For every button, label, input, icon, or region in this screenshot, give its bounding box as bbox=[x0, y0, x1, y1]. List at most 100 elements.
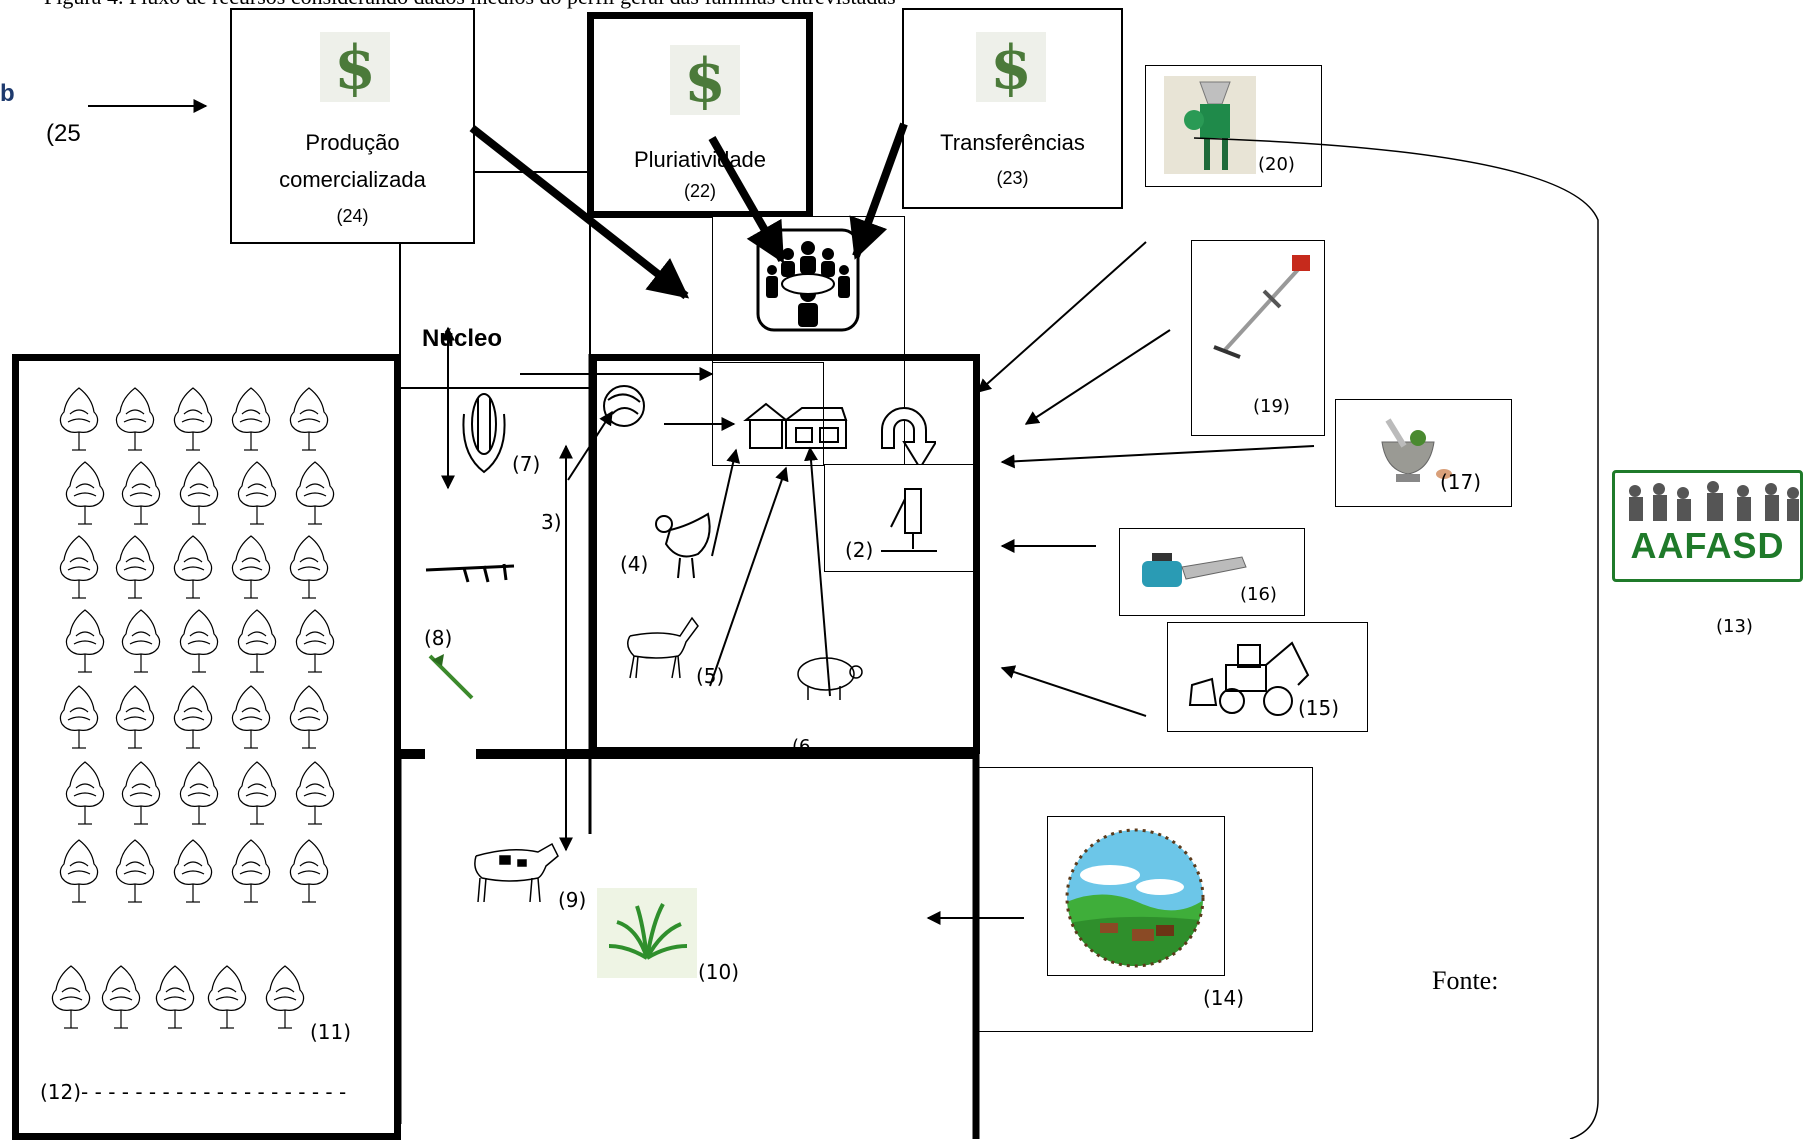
svg-text:$: $ bbox=[684, 46, 726, 115]
tree-icon bbox=[62, 758, 108, 828]
label-15: (15) bbox=[1298, 696, 1340, 720]
producao-title-1: Produção bbox=[305, 130, 400, 155]
chainsaw-box bbox=[1119, 528, 1305, 616]
farmhouse-icon bbox=[742, 400, 850, 455]
figure-caption: Figura 4. Fluxo de recursos considerando… bbox=[44, 0, 896, 10]
tree-icon bbox=[56, 682, 102, 752]
tree-icon bbox=[228, 384, 274, 454]
grass-icon bbox=[597, 888, 697, 983]
grain-mill-icon bbox=[1164, 76, 1256, 174]
money-icon: $ bbox=[320, 32, 390, 107]
tree-icon bbox=[286, 682, 332, 752]
farmhouse-box bbox=[712, 362, 824, 466]
crowd-silhouette-icon bbox=[1629, 481, 1799, 521]
chicken-icon bbox=[648, 504, 720, 589]
label-12: (12)- - - - - - - - - - - - - - - - - - … bbox=[40, 1080, 347, 1104]
hoe-icon bbox=[424, 650, 478, 709]
tree-icon bbox=[286, 532, 332, 602]
tree-icon bbox=[112, 532, 158, 602]
pluriatividade-num: (22) bbox=[683, 181, 716, 201]
label-10: (10) bbox=[698, 960, 740, 984]
pasture-image-box bbox=[1047, 816, 1225, 976]
aafasd-logo: AAFASD bbox=[1612, 470, 1803, 582]
tree-icon bbox=[234, 606, 280, 676]
tree-icon bbox=[292, 758, 338, 828]
label-16: (16) bbox=[1240, 584, 1277, 605]
producao-title-2: comercializada bbox=[279, 167, 426, 192]
tree-icon bbox=[228, 682, 274, 752]
tree-icon bbox=[286, 384, 332, 454]
cycle-arrow-icon bbox=[876, 396, 938, 475]
transferencias-title: Transferências bbox=[940, 130, 1085, 155]
backhoe-box bbox=[1167, 622, 1368, 732]
tree-icon bbox=[56, 532, 102, 602]
tree-icon bbox=[292, 458, 338, 528]
logo-text: AAFASD bbox=[1630, 525, 1785, 566]
label-14: (14) bbox=[1203, 986, 1245, 1010]
cow-icon bbox=[470, 832, 560, 911]
label-9: (9) bbox=[558, 888, 587, 912]
money-icon: $ bbox=[670, 45, 740, 120]
label-13: (13) bbox=[1716, 616, 1753, 637]
label-20: (20) bbox=[1258, 154, 1295, 175]
tree-icon bbox=[176, 458, 222, 528]
label-8: (8) bbox=[424, 626, 453, 650]
tree-icon bbox=[56, 384, 102, 454]
tree-icon bbox=[98, 962, 144, 1032]
nucleo-label: Núcleo bbox=[422, 325, 503, 352]
label-17: (17) bbox=[1440, 470, 1482, 494]
tree-icon bbox=[204, 962, 250, 1032]
mortar-box bbox=[1335, 399, 1512, 507]
corn-icon bbox=[456, 384, 512, 481]
tree-icon bbox=[112, 682, 158, 752]
property-left-frame bbox=[12, 354, 401, 1140]
brush-cutter-box bbox=[1191, 240, 1325, 436]
tree-icon bbox=[62, 606, 108, 676]
tree-icon bbox=[48, 962, 94, 1032]
producao-num: (24) bbox=[336, 206, 369, 226]
chainsaw-icon bbox=[1142, 553, 1247, 587]
label-7: (7) bbox=[512, 452, 541, 476]
tree-icon bbox=[56, 836, 102, 906]
label-2: (2) bbox=[845, 538, 874, 562]
fonte-label: Fonte: bbox=[1432, 966, 1499, 995]
tree-icon bbox=[170, 532, 216, 602]
cabbage-icon bbox=[594, 380, 660, 437]
label-6: (6 bbox=[792, 736, 811, 748]
transferencias-box: $ Transferências (23) bbox=[902, 8, 1123, 209]
tree-icon bbox=[286, 836, 332, 906]
money-icon: $ bbox=[976, 32, 1046, 107]
backhoe-icon bbox=[1188, 641, 1310, 716]
label-4: (4) bbox=[620, 552, 649, 576]
plow-icon bbox=[424, 540, 524, 595]
tree-icon bbox=[292, 606, 338, 676]
label-3: 3) bbox=[541, 510, 562, 534]
tree-icon bbox=[118, 758, 164, 828]
tree-icon bbox=[170, 836, 216, 906]
mortar-pestle-icon bbox=[1381, 418, 1452, 482]
pluriatividade-title: Pluriatividade bbox=[633, 147, 767, 172]
tree-icon bbox=[170, 384, 216, 454]
label-19: (19) bbox=[1253, 396, 1290, 417]
svg-text:$: $ bbox=[990, 33, 1032, 102]
left-label: (25 bbox=[46, 120, 81, 147]
pasture-icon bbox=[1065, 828, 1205, 968]
water-pump-box bbox=[824, 464, 974, 572]
tree-icon bbox=[118, 606, 164, 676]
tree-icon bbox=[152, 962, 198, 1032]
tree-icon bbox=[112, 384, 158, 454]
tree-icon bbox=[176, 758, 222, 828]
tree-icon bbox=[228, 532, 274, 602]
tree-icon bbox=[228, 836, 274, 906]
brush-cutter-icon bbox=[1213, 255, 1310, 359]
water-pump-icon bbox=[881, 488, 937, 552]
svg-text:$: $ bbox=[334, 33, 376, 102]
tree-icon bbox=[262, 962, 308, 1032]
pluriatividade-box: $ Pluriatividade (22) bbox=[587, 12, 813, 218]
tree-icon bbox=[234, 758, 280, 828]
horse-icon bbox=[620, 612, 700, 687]
tree-icon bbox=[112, 836, 158, 906]
grain-mill-box bbox=[1145, 65, 1322, 187]
producao-box: $ Produção comercializada (24) bbox=[230, 8, 475, 244]
